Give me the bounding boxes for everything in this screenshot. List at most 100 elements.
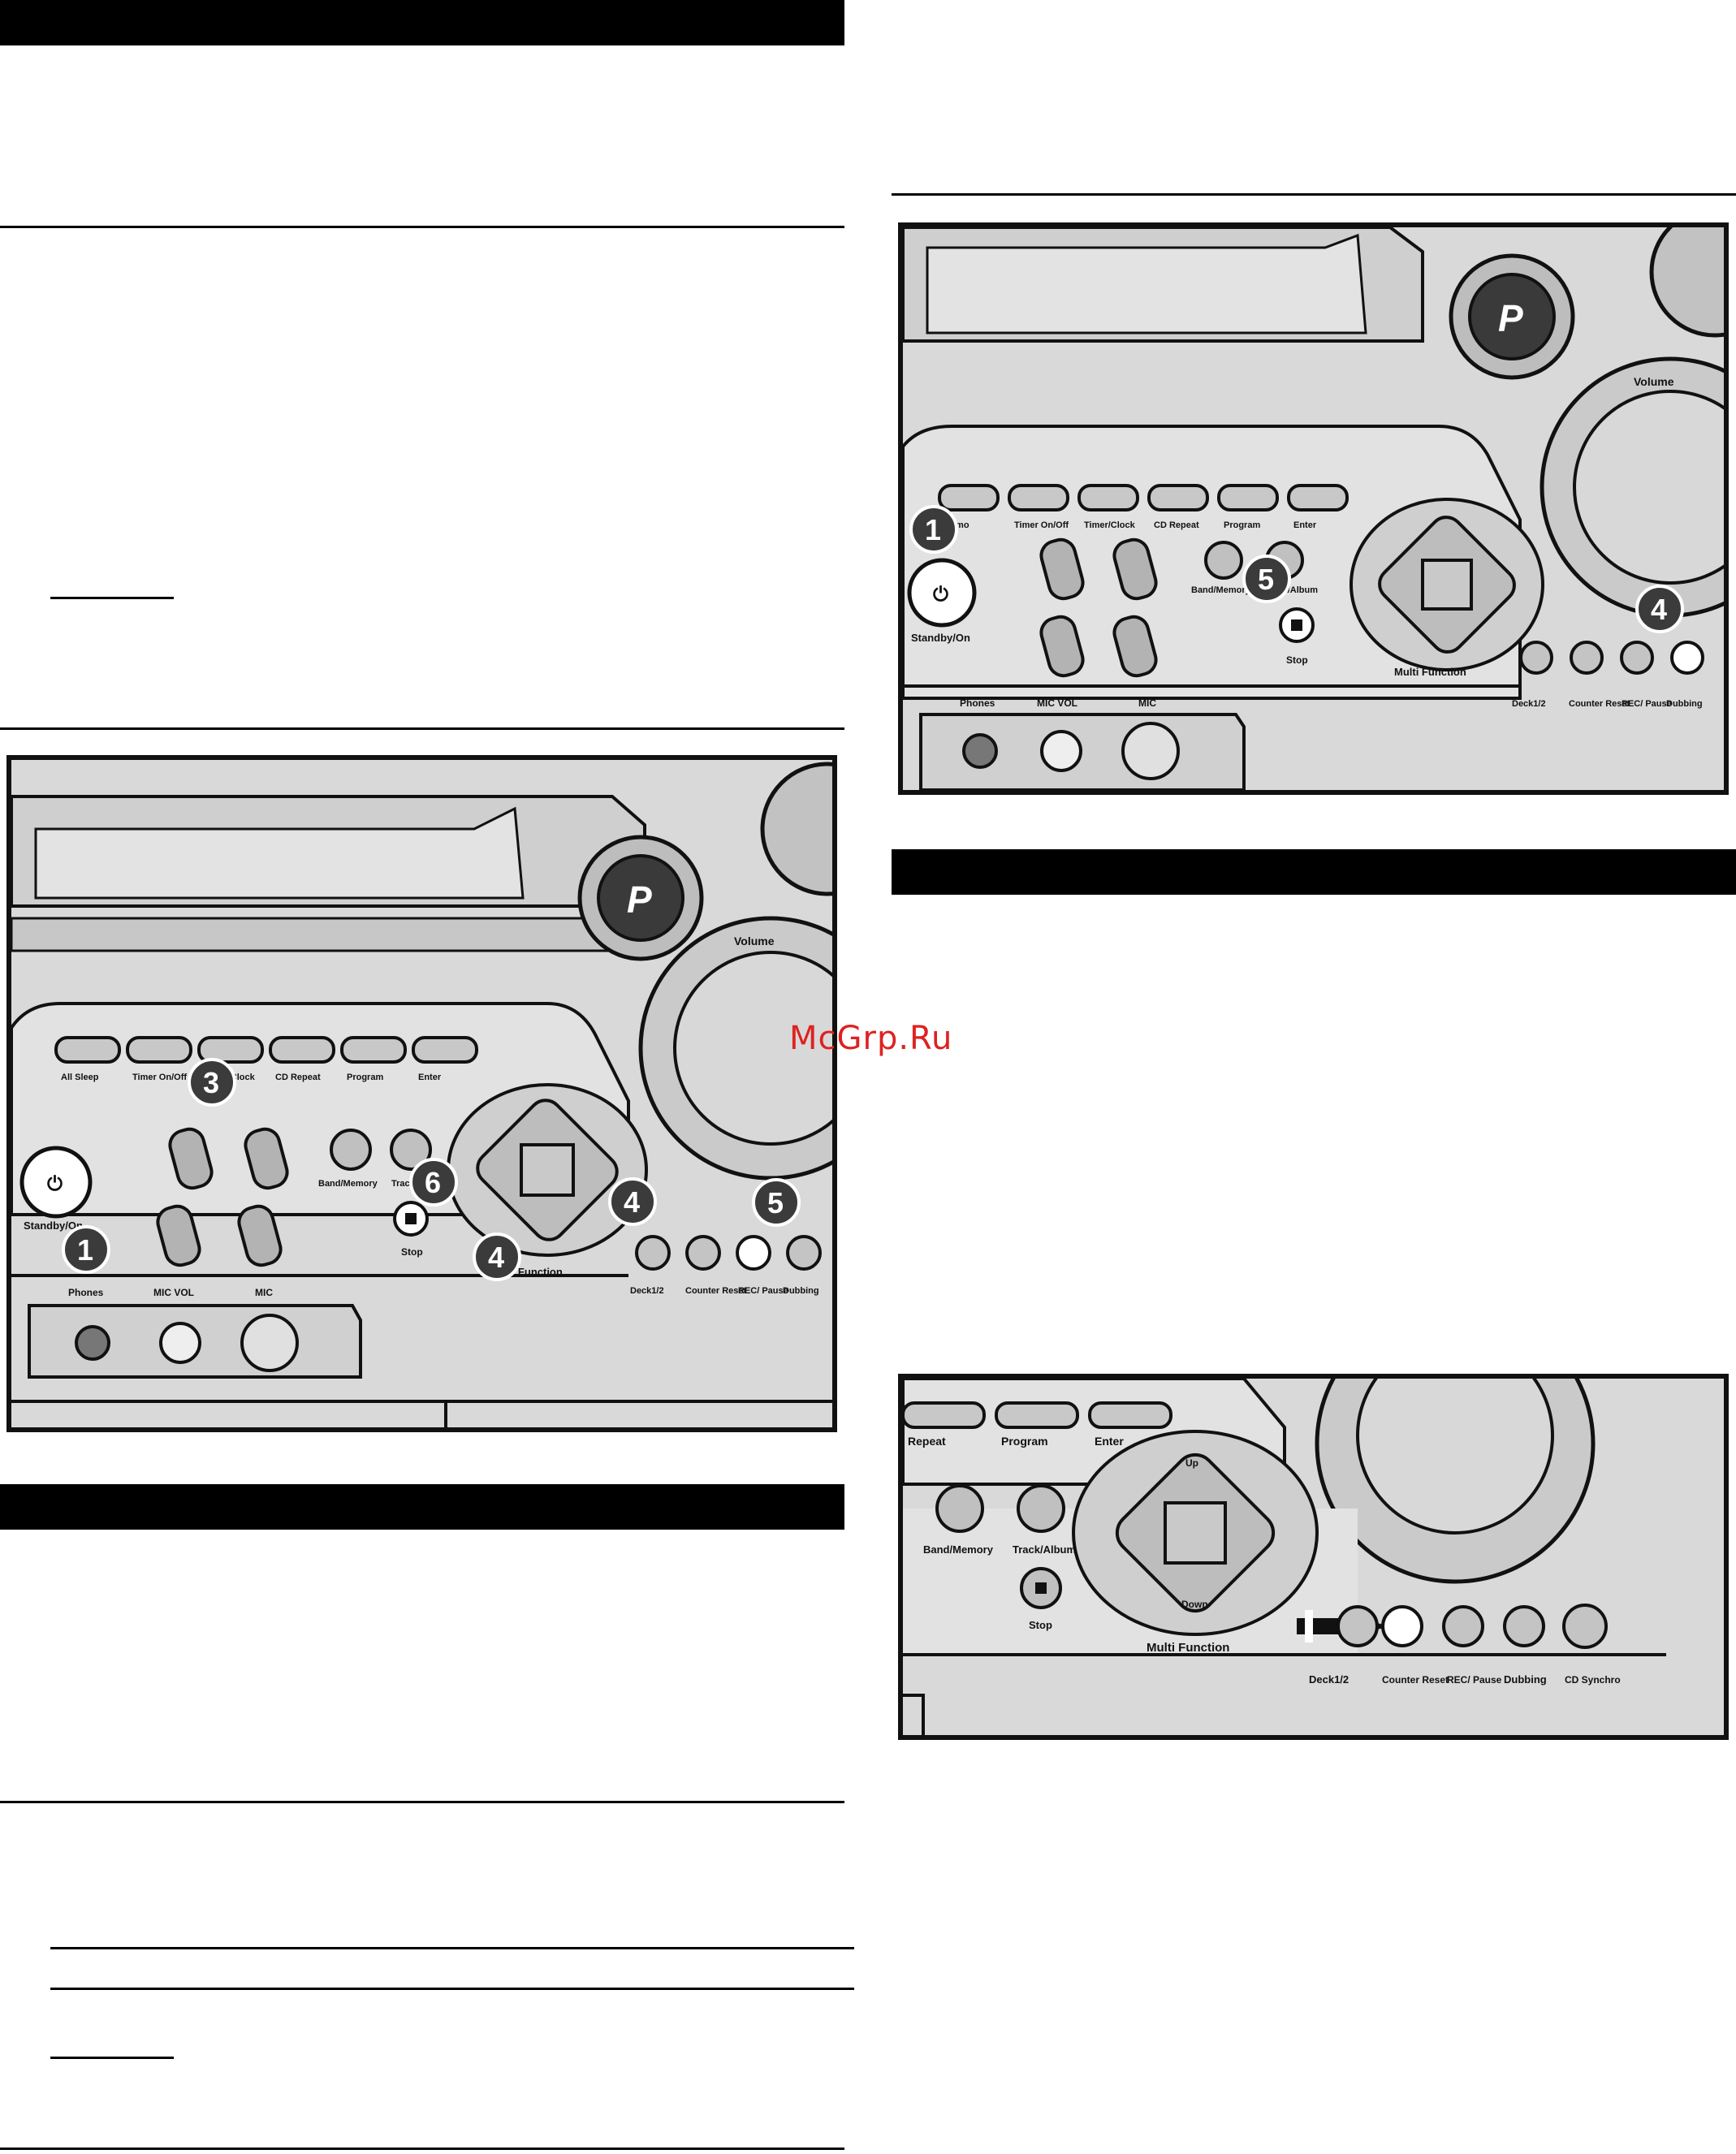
deck-button[interactable] bbox=[635, 1235, 671, 1271]
top-button-label-4: Program bbox=[347, 1073, 383, 1082]
underline-2 bbox=[50, 1947, 854, 1949]
standby-label: Standby/On bbox=[24, 1219, 83, 1232]
top-button-2[interactable] bbox=[197, 1036, 264, 1064]
top-button-3[interactable] bbox=[1147, 484, 1209, 512]
standby-button[interactable] bbox=[19, 1146, 93, 1219]
top-button-label-1: Timer On/Off bbox=[132, 1073, 187, 1082]
deck-button[interactable] bbox=[1337, 1605, 1379, 1647]
phones-jack[interactable] bbox=[962, 733, 998, 769]
aux-button[interactable] bbox=[235, 1203, 283, 1268]
top-button-label-1: Program bbox=[1001, 1435, 1048, 1448]
section-divider-3 bbox=[0, 1801, 844, 1803]
band-memory-label: Band/Memory bbox=[318, 1179, 378, 1189]
cd-synchro-button[interactable] bbox=[1562, 1604, 1608, 1649]
multi-function-center[interactable] bbox=[1421, 559, 1473, 611]
multi-function-label: Multi Function bbox=[1394, 666, 1466, 678]
top-button-label-2: Timer/Clock bbox=[1084, 520, 1136, 530]
cd-button[interactable] bbox=[242, 1126, 290, 1191]
phones-jack[interactable] bbox=[75, 1325, 110, 1361]
track-album-label: Track/Album bbox=[1013, 1543, 1076, 1556]
top-button-1[interactable] bbox=[126, 1036, 192, 1064]
top-button-label-0: Repeat bbox=[908, 1435, 946, 1448]
band-memory-button[interactable] bbox=[330, 1129, 372, 1171]
cd-button[interactable] bbox=[1111, 537, 1159, 602]
top-button-4[interactable] bbox=[1217, 484, 1279, 512]
top-button-5[interactable] bbox=[412, 1036, 478, 1064]
rec-pause-button[interactable] bbox=[736, 1235, 771, 1271]
mic-vol-label: MIC VOL bbox=[153, 1287, 194, 1298]
top-button-5[interactable] bbox=[1287, 484, 1349, 512]
deck-label: Deck1/2 bbox=[1512, 699, 1546, 709]
dubbing-button[interactable] bbox=[1503, 1605, 1545, 1647]
multi-function-center[interactable] bbox=[520, 1143, 575, 1197]
tape-button[interactable] bbox=[1038, 614, 1086, 679]
track-album-button[interactable] bbox=[1017, 1484, 1065, 1533]
deck-button[interactable] bbox=[1519, 641, 1553, 675]
top-button-4[interactable] bbox=[340, 1036, 407, 1064]
callout-4-marker bbox=[473, 1232, 521, 1281]
callout-4: 4 bbox=[488, 1241, 504, 1274]
counter-reset-button[interactable] bbox=[1570, 641, 1604, 675]
mic-vol-knob[interactable] bbox=[159, 1322, 201, 1364]
power-icon: ⏻ bbox=[933, 584, 948, 606]
section-divider-4 bbox=[0, 2148, 844, 2150]
top-button-label-2: Enter bbox=[1095, 1435, 1124, 1448]
volume-label: Volume bbox=[734, 935, 775, 948]
section-header-bar-2 bbox=[0, 1484, 844, 1530]
top-button-3[interactable] bbox=[269, 1036, 335, 1064]
top-button-0[interactable] bbox=[938, 484, 1000, 512]
top-button-0[interactable] bbox=[903, 1401, 986, 1429]
callout-3-marker bbox=[188, 1058, 236, 1107]
top-button-label-5: Enter bbox=[418, 1073, 442, 1082]
section-divider-2 bbox=[0, 727, 844, 730]
deck-label: Deck1/2 bbox=[1309, 1673, 1349, 1686]
rec-pause-button[interactable] bbox=[1620, 641, 1654, 675]
mic-vol-knob[interactable] bbox=[1040, 730, 1082, 772]
top-button-2[interactable] bbox=[1088, 1401, 1172, 1429]
phones-label: Phones bbox=[68, 1287, 104, 1298]
callout-4-marker bbox=[1635, 585, 1684, 633]
tape-button[interactable] bbox=[154, 1203, 202, 1268]
up-label: Up bbox=[1185, 1457, 1198, 1469]
band-memory-button[interactable] bbox=[935, 1484, 984, 1533]
mic-jack[interactable] bbox=[240, 1314, 299, 1372]
rec-pause-button[interactable] bbox=[1442, 1605, 1484, 1647]
dubbing-label: Dubbing bbox=[1666, 699, 1703, 709]
counter-label: Counter Reset bbox=[1382, 1674, 1449, 1686]
mic-vol-label: MIC VOL bbox=[1037, 697, 1077, 709]
band-memory-button[interactable] bbox=[1204, 541, 1243, 580]
mic-jack[interactable] bbox=[1121, 722, 1180, 780]
dubbing-button[interactable] bbox=[786, 1235, 822, 1271]
standby-button[interactable] bbox=[907, 558, 977, 628]
phones-label: Phones bbox=[960, 697, 995, 709]
band-memory-label: Band/Memory bbox=[923, 1543, 994, 1556]
stop-icon bbox=[1291, 619, 1302, 631]
aux-button[interactable] bbox=[1111, 614, 1159, 679]
track-album-button[interactable] bbox=[390, 1129, 432, 1171]
callout-6: 6 bbox=[425, 1166, 441, 1199]
top-button-0[interactable] bbox=[54, 1036, 121, 1064]
callout-4: 4 bbox=[1651, 593, 1667, 626]
stop-label: Stop bbox=[1286, 654, 1308, 666]
watermark: McGrp.Ru bbox=[789, 1020, 953, 1057]
counter-reset-button[interactable] bbox=[1381, 1605, 1423, 1647]
dubbing-button[interactable] bbox=[1670, 641, 1704, 675]
figure-3-panel: Repeat Program Enter Band/Memory Track/Alb… bbox=[898, 1374, 1729, 1740]
volume-label: Volume bbox=[1634, 375, 1674, 388]
multi-function-center[interactable] bbox=[1164, 1501, 1227, 1565]
rec-label: REC/ Pause bbox=[1622, 699, 1672, 709]
callout-4: 4 bbox=[624, 1185, 640, 1219]
counter-reset-button[interactable] bbox=[685, 1235, 721, 1271]
tuner-button[interactable] bbox=[1038, 537, 1086, 602]
top-button-1[interactable] bbox=[1008, 484, 1069, 512]
tuner-button[interactable] bbox=[166, 1126, 214, 1191]
section-header-bar-3 bbox=[892, 849, 1736, 895]
callout-1-marker bbox=[909, 505, 958, 554]
callout-6-marker bbox=[409, 1158, 458, 1206]
top-button-2[interactable] bbox=[1077, 484, 1139, 512]
callout-3: 3 bbox=[203, 1066, 219, 1099]
top-button-1[interactable] bbox=[995, 1401, 1079, 1429]
top-button-label-3: CD Repeat bbox=[275, 1073, 321, 1082]
underline-3 bbox=[50, 1988, 854, 1990]
